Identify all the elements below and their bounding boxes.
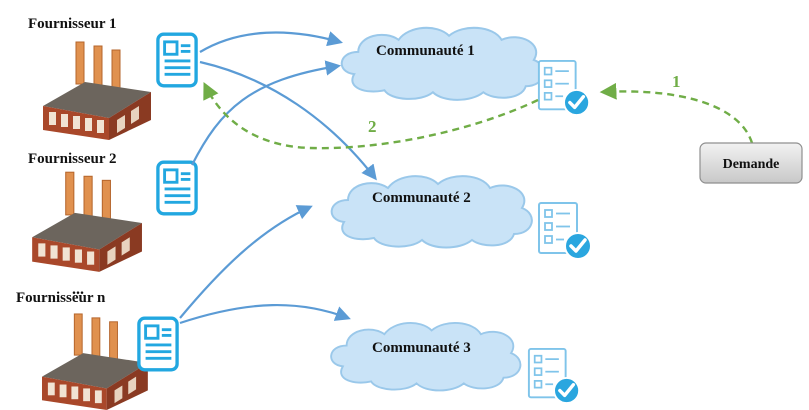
- community-2: Communauté 2: [330, 175, 593, 261]
- document-icon: [137, 316, 179, 372]
- request-box: Demande: [699, 142, 803, 184]
- factory-icon: [42, 41, 152, 140]
- cloud-icon: [330, 175, 533, 249]
- checklist-icon: [537, 59, 591, 117]
- publication-arrows: [179, 31, 377, 325]
- step-2-number: 2: [368, 117, 377, 136]
- cloud-icon: [330, 321, 522, 392]
- community-3-label: Communauté 3: [372, 340, 471, 356]
- supplier-n: Fournisseur n: [16, 290, 149, 410]
- factory-icon: [41, 313, 149, 410]
- arrow-sn-c2: [179, 205, 313, 319]
- community-1-label: Communauté 1: [376, 43, 475, 59]
- step-1-number: 1: [672, 72, 681, 91]
- supplier-2: Fournisseur 2: [28, 151, 143, 272]
- checklist-icon: [537, 201, 593, 261]
- cloud-icon: [340, 26, 545, 101]
- request-label: Demande: [723, 157, 780, 172]
- arrow-s2-c1: [191, 60, 342, 166]
- arrow-s1-c2: [199, 60, 377, 181]
- document-icon: [156, 32, 198, 88]
- arrow-s1-c1: [199, 31, 343, 53]
- request-flow-arrows: [203, 81, 754, 150]
- supplier-1-label: Fournisseur 1: [28, 16, 116, 32]
- supplier-2-label: Fournisseur 2: [28, 151, 116, 167]
- community-3: Communauté 3: [330, 321, 581, 405]
- community-1: Communauté 1: [340, 26, 591, 117]
- factory-icon: [31, 171, 143, 272]
- community-2-label: Communauté 2: [372, 190, 471, 206]
- ellipsis-label: ...: [72, 281, 84, 298]
- step-1-arrow: [599, 82, 754, 144]
- supplier-1: Fournisseur 1: [28, 16, 152, 140]
- checklist-icon: [527, 347, 581, 405]
- document-icon: [156, 160, 198, 216]
- arrow-sn-c3: [179, 304, 351, 325]
- supplier-n-label: Fournisseur n: [16, 290, 106, 306]
- step-2-arrow: [203, 81, 539, 150]
